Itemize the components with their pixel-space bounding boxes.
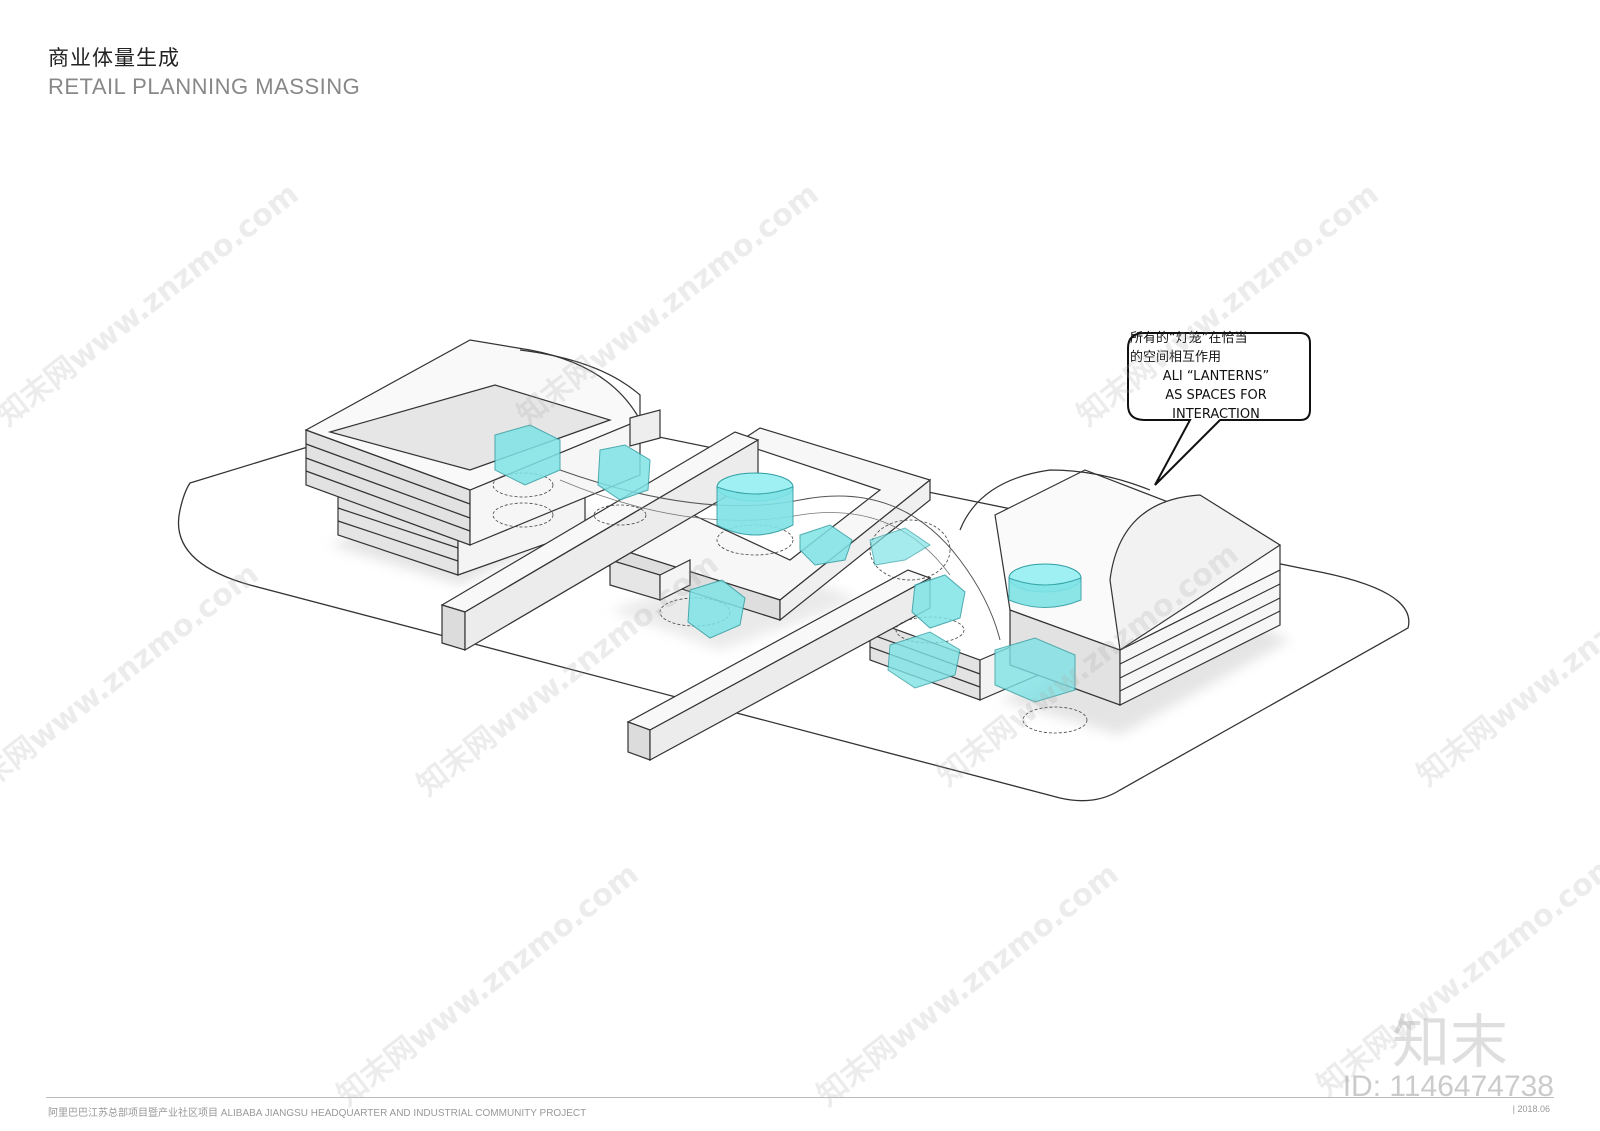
east-mass-floor <box>1119 583 1281 665</box>
lantern-east-box <box>994 637 1076 703</box>
east-roof-wave <box>959 469 1151 531</box>
mid-small-block-side <box>659 559 691 601</box>
page-title-cn: 商业体量生成 <box>48 46 180 70</box>
bridge-north-front <box>441 604 466 651</box>
west-mass-floor <box>305 457 471 519</box>
lantern-cylinder-center-body <box>716 486 794 536</box>
west-mass-floor <box>305 443 471 505</box>
footer-date: | 2018.06 <box>1512 1104 1550 1114</box>
lantern-center-wedge <box>869 527 931 566</box>
west-mass-floor <box>305 470 471 532</box>
callout-bubble-shape <box>1127 332 1311 486</box>
ghost-cylinder <box>869 519 951 581</box>
west-annex-block <box>629 409 661 447</box>
west-retail-block <box>304 339 661 576</box>
lantern-center-small <box>799 524 853 566</box>
east-roof-vault <box>1109 494 1282 652</box>
linear-bridges <box>440 431 932 762</box>
callout-line-cn-1: 所有的“灯笼”在恰当 <box>1130 331 1248 346</box>
callout-line-en-1: ALI “LANTERNS” <box>1162 369 1270 384</box>
callout-text: 所有的“灯笼”在恰当 的空间相互作用 ALI “LANTERNS” AS SPA… <box>1126 329 1306 424</box>
ghost-cylinder <box>593 504 647 526</box>
lantern-east-mid <box>911 574 966 629</box>
callout-line-en-2: AS SPACES FOR <box>1165 388 1267 403</box>
flowing-path-curve <box>559 469 1001 641</box>
ghost-cylinder <box>1022 706 1088 734</box>
east-mass-floor <box>1119 610 1281 692</box>
page-title-en: RETAIL PLANNING MASSING <box>48 74 361 99</box>
ghost-cylinder <box>492 502 554 528</box>
lantern-west-1 <box>494 424 561 486</box>
west-podium-floor <box>337 507 459 549</box>
central-deck-side <box>779 478 931 622</box>
lantern-middle-low <box>687 579 746 639</box>
footer-project: 阿里巴巴江苏总部项目暨产业社区项目 ALIBABA JIANGSU HEADQU… <box>48 1108 587 1119</box>
west-roof-courtyard <box>327 384 612 471</box>
callout-line-cn-2: 的空间相互作用 <box>1130 350 1222 365</box>
watermark-logo: 知末 <box>1391 1008 1508 1076</box>
west-roof-wave <box>519 349 641 420</box>
lanterns <box>494 424 1082 703</box>
callout-line-en-3: INTERACTION <box>1172 407 1260 422</box>
ghost-cylinder <box>492 472 554 498</box>
lantern-east-low <box>887 631 961 689</box>
lantern-west-2 <box>597 444 651 501</box>
footer-divider <box>46 1097 1554 1098</box>
east-mass-floor <box>1119 597 1281 679</box>
west-podium-floor <box>337 520 459 562</box>
lantern-cylinder-east-body <box>1008 577 1082 608</box>
watermark-id: ID: 1146474738 <box>1342 1070 1554 1103</box>
